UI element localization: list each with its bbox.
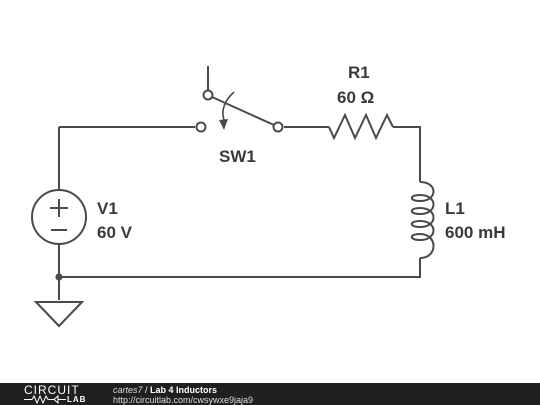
- source-name-label: V1: [97, 199, 118, 218]
- resistor-name-label: R1: [348, 63, 370, 82]
- circuitlab-logo[interactable]: CIRCUIT LAB: [24, 384, 94, 404]
- ground-triangle: [33, 301, 85, 328]
- switch-sw1[interactable]: [195, 66, 284, 133]
- switch-action-arc: [222, 91, 235, 121]
- circuit-url-link[interactable]: http://circuitlab.com/cwsywxe9jaja9: [113, 395, 254, 405]
- footer-bar: CIRCUIT LAB cartes7 / Lab 4 Inductors ht…: [0, 383, 540, 405]
- schematic-canvas: SW1 R1 60 Ω V1 60 V L1 600 mH: [31, 63, 505, 328]
- switch-action-arrowhead: [219, 119, 228, 130]
- switch-left-terminal: [195, 121, 207, 133]
- inductor-l1[interactable]: [410, 181, 435, 259]
- logo-wordmark-top: CIRCUIT: [24, 383, 80, 397]
- resistor-zigzag: [328, 112, 394, 141]
- source-circle: [31, 189, 87, 245]
- author-name[interactable]: cartes7: [113, 385, 143, 395]
- ground-junction-dot: [55, 273, 63, 281]
- footer-info: cartes7 / Lab 4 Inductors http://circuit…: [113, 385, 253, 405]
- logo-wordmark-bottom: LAB: [67, 395, 87, 404]
- circuit-title: Lab 4 Inductors: [150, 385, 218, 395]
- switch-pivot-terminal: [202, 89, 214, 101]
- inductor-value-label: 600 mH: [445, 223, 505, 242]
- source-value-label: 60 V: [97, 223, 133, 242]
- circuit-diagram: SW1 R1 60 Ω V1 60 V L1 600 mH: [31, 63, 505, 328]
- switch-blade: [211, 96, 275, 126]
- resistor-value-label: 60 Ω: [337, 88, 374, 107]
- plus-icon: [50, 199, 68, 217]
- logo-resistor-icon: [24, 395, 66, 404]
- switch-right-terminal: [272, 121, 284, 133]
- wires: [55, 126, 421, 300]
- wire-resistor-right: [393, 126, 421, 182]
- ground-symbol: [33, 301, 85, 328]
- inductor-name-label: L1: [445, 199, 465, 218]
- breadcrumb-separator: /: [142, 385, 151, 395]
- voltage-source-v1[interactable]: [31, 189, 87, 245]
- wire-right-lower: [59, 258, 421, 278]
- resistor-r1[interactable]: [328, 112, 394, 141]
- switch-name-label: SW1: [219, 147, 256, 166]
- inductor-coils: [410, 181, 435, 259]
